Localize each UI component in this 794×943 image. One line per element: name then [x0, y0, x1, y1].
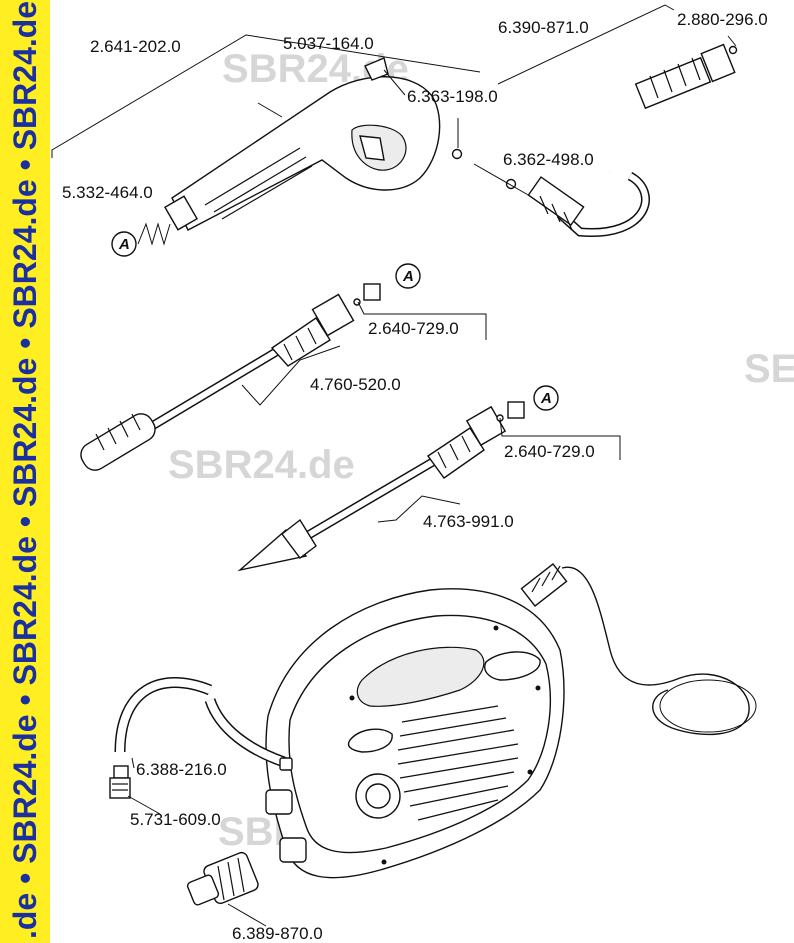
hose-fitting-ring	[728, 45, 738, 55]
brand-side-band: .de • SBR24.de • SBR24.de • SBR24.de • S…	[0, 0, 50, 943]
callout-marker: A	[111, 231, 137, 257]
callout-marker: A	[533, 385, 559, 411]
part-number-label: 4.760-520.0	[310, 375, 401, 394]
callout-marker: A	[395, 263, 421, 289]
high-pressure-hose	[527, 43, 736, 237]
part-number-label: 6.390-871.0	[498, 18, 589, 37]
leader-line	[473, 163, 531, 197]
part-number-label: 2.640-729.0	[504, 442, 595, 461]
leader-line	[383, 69, 406, 96]
outlet-hose	[520, 563, 757, 736]
nozzle	[507, 401, 525, 419]
watermark-clipped: SE	[744, 347, 794, 391]
leader-line	[51, 34, 481, 158]
part-number-label: 5.332-464.0	[62, 183, 153, 202]
svg-text:A: A	[540, 390, 552, 407]
part-number-label: 6.362-498.0	[503, 150, 594, 169]
inlet-fitting	[279, 837, 307, 863]
pressure-washer-unit	[265, 588, 565, 879]
filter	[109, 765, 131, 799]
part-number-label: 2.880-296.0	[677, 10, 768, 29]
suction-hose	[114, 677, 293, 771]
leader-line	[257, 102, 283, 118]
part-number-label: 4.763-991.0	[423, 512, 514, 531]
water-coupling	[186, 851, 259, 906]
o-ring	[451, 148, 463, 160]
part-number-label: 5.037-164.0	[283, 34, 374, 53]
leader-line	[227, 903, 267, 927]
svg-text:A: A	[118, 236, 130, 253]
leader-line	[131, 757, 135, 769]
nozzle	[363, 283, 381, 301]
spray-lance	[80, 293, 355, 471]
watermark: SBR24.de	[168, 443, 355, 487]
part-number-label: 6.389-870.0	[232, 924, 323, 943]
spring	[137, 222, 171, 246]
part-number-label: 6.388-216.0	[136, 760, 227, 779]
inlet-fitting	[265, 789, 293, 815]
part-number-label: 2.641-202.0	[90, 37, 181, 56]
leader-line	[241, 345, 341, 406]
leader-line	[499, 417, 621, 460]
leader-line	[497, 4, 675, 85]
part-number-label: 5.731-609.0	[130, 810, 221, 829]
leader-line	[357, 301, 487, 340]
part-number-label: 6.363-198.0	[407, 87, 498, 106]
part-number-label: 2.640-729.0	[368, 319, 459, 338]
leader-line	[377, 495, 461, 523]
dirt-blaster-lance	[237, 405, 507, 572]
svg-text:A: A	[402, 268, 414, 285]
spray-gun	[164, 76, 441, 231]
leader-line	[727, 35, 737, 47]
leader-line	[127, 795, 161, 815]
